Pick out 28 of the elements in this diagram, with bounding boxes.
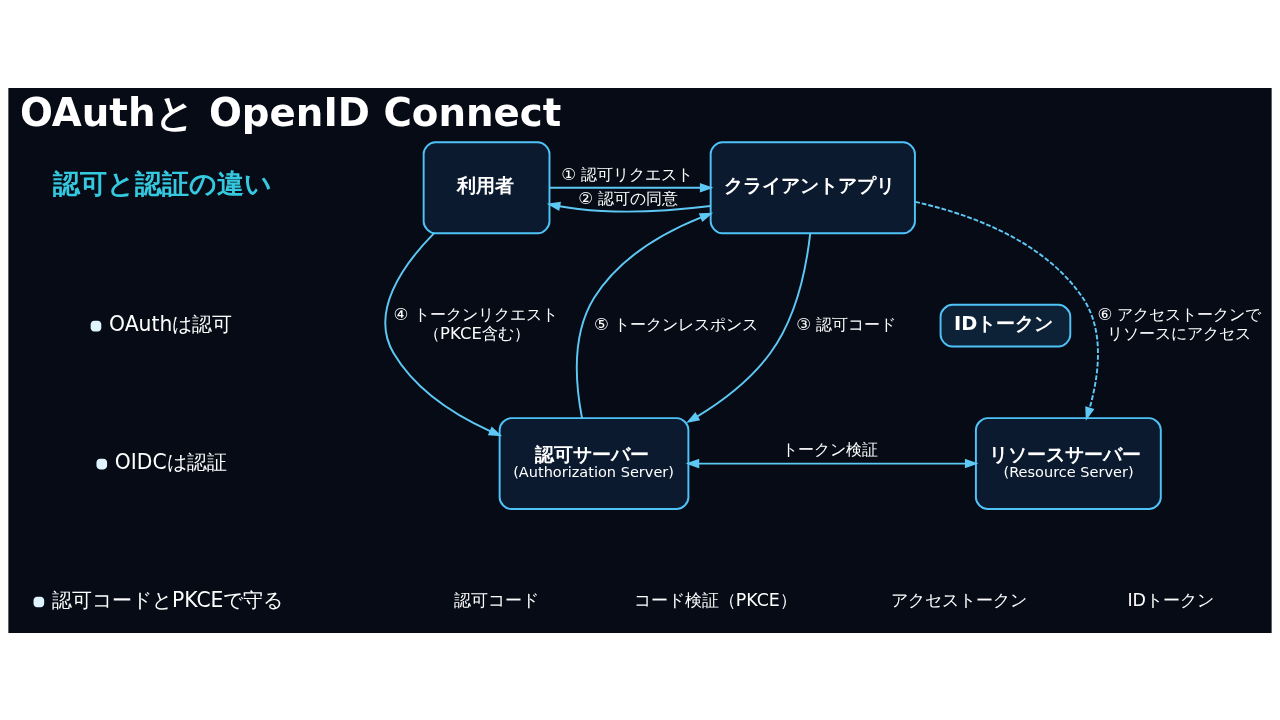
legend-label: IDトークン (1127, 589, 1214, 610)
legend-label: アクセストークン (891, 589, 1028, 610)
label: 認可と認証の違い (53, 167, 273, 199)
node-box: 利用者 (422, 140, 551, 234)
edge-label: ② 認可の同意 (578, 188, 679, 208)
edge-label: ⑥ アクセストークンでリソースにアクセス (1097, 304, 1262, 343)
edge-label: ④ トークンリクエスト（PKCE含む） (393, 304, 558, 343)
arrow (575, 212, 714, 419)
edge-label: ③ 認可コード (796, 314, 897, 334)
arrow (548, 182, 714, 192)
arrow (546, 201, 712, 213)
label: OIDCは認証 (114, 449, 227, 474)
label: 認可コードとPKCEで守る (51, 587, 284, 612)
arrow (914, 200, 1099, 421)
arrow (685, 458, 979, 468)
node-box: リソースサーバー (Resource Server) (974, 416, 1162, 510)
edge-label: トークン検証 (781, 439, 878, 459)
node-box: クライアントアプリ (709, 140, 916, 234)
arrow (686, 231, 812, 423)
node-box: IDトークン (939, 303, 1072, 347)
node-box: 認可サーバー (Authorization Server) (498, 416, 690, 510)
edge-label: ⑤ トークンレスポンス (594, 314, 758, 334)
legend-label: 認可コード (453, 589, 539, 610)
edge-label: ① 認可リクエスト (561, 164, 694, 184)
legend-label: コード検証（PKCE） (633, 589, 797, 610)
diagram-title: OAuthと OpenID Connect (19, 89, 562, 135)
label: OAuthは認可 (109, 311, 233, 336)
arrow (384, 231, 503, 436)
